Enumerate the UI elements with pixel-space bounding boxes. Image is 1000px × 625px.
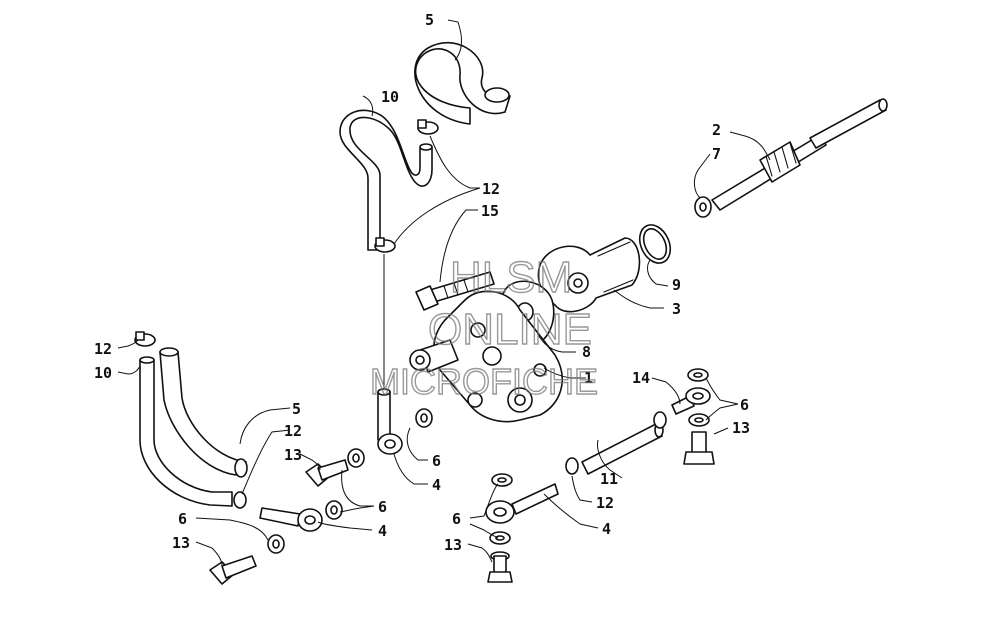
callout-11: 11: [600, 470, 618, 488]
callout-6-bottom: 6: [452, 510, 461, 528]
callout-8: 8: [582, 343, 591, 361]
callout-15: 15: [481, 202, 499, 220]
callout-4-right: 4: [602, 520, 611, 538]
watermark-line-2: ONLINE: [428, 305, 592, 354]
callout-6-left: 6: [178, 510, 187, 528]
washer-6-left-mid: [347, 448, 365, 468]
oil-pump-body: [409, 290, 564, 423]
callout-12-left: 12: [94, 340, 112, 358]
callout-13-left: 13: [284, 446, 302, 464]
gear-shaft: [711, 98, 888, 211]
washer-6-mid: [415, 408, 433, 428]
callout-12-low: 12: [596, 494, 614, 512]
clamp-15: [374, 237, 396, 253]
callout-5-top: 5: [425, 11, 434, 29]
callout-6-low: 6: [378, 498, 387, 516]
callout-13-right: 13: [732, 419, 750, 437]
leader-lines: [117, 19, 771, 567]
bolt-13-right: [683, 431, 715, 465]
callout-1: 1: [584, 369, 593, 387]
hose-top: [414, 41, 511, 125]
callout-2: 2: [712, 121, 721, 139]
clamp-left-low: [233, 491, 247, 509]
banjo-fitting-right: [671, 387, 711, 415]
bolt-15: [415, 271, 495, 311]
clamp-right: [565, 411, 667, 475]
banjo-fitting-mid: [377, 388, 403, 455]
bolt-13-lowleft: [209, 555, 257, 585]
washer-6-bottom-a: [491, 473, 513, 487]
callout-9: 9: [672, 276, 681, 294]
o-ring-9: [638, 224, 672, 264]
washer-6-left: [267, 534, 285, 554]
callout-10-left: 10: [94, 364, 112, 382]
callout-12-mid: 12: [284, 422, 302, 440]
callout-13-bottom: 13: [444, 536, 462, 554]
callout-3: 3: [672, 300, 681, 318]
washer-6-bottom-b: [489, 531, 511, 545]
callout-10-top: 10: [381, 88, 399, 106]
callout-12-top: 12: [482, 180, 500, 198]
banjo-fitting-low: [259, 507, 323, 532]
callout-6-mid: 6: [432, 452, 441, 470]
callout-4-mid: 4: [432, 476, 441, 494]
washer-7: [694, 196, 712, 218]
callout-13-lowleft: 13: [172, 534, 190, 552]
clamp-upper: [417, 119, 439, 135]
clamp-left-top: [134, 331, 156, 347]
hose-left-bent: [159, 347, 248, 478]
watermark-line-3: MICROFICHE: [370, 361, 598, 402]
hose-left-long: [139, 356, 233, 507]
callout-6-right: 6: [740, 396, 749, 414]
hose-upper-u: [339, 109, 433, 251]
washer-6-low: [325, 500, 343, 520]
bolt-13-mid: [305, 459, 349, 487]
watermark-line-1: HLSM: [450, 253, 572, 302]
tube-11: [581, 422, 664, 475]
callout-14: 14: [632, 369, 650, 387]
callout-7: 7: [712, 145, 721, 163]
callout-labels: 5 10 12 15 2 7 9 3 8 1 14 6 13 12 10 5 1…: [94, 11, 750, 554]
banjo-fitting-bottom: [485, 483, 559, 524]
callout-4-low: 4: [378, 522, 387, 540]
washer-6-right-a: [687, 368, 709, 382]
washer-6-right-b: [688, 413, 710, 427]
bolt-13-bottom: [487, 551, 513, 583]
callout-5-left: 5: [292, 400, 301, 418]
watermark: HLSM ONLINE MICROFICHE: [369, 252, 598, 402]
